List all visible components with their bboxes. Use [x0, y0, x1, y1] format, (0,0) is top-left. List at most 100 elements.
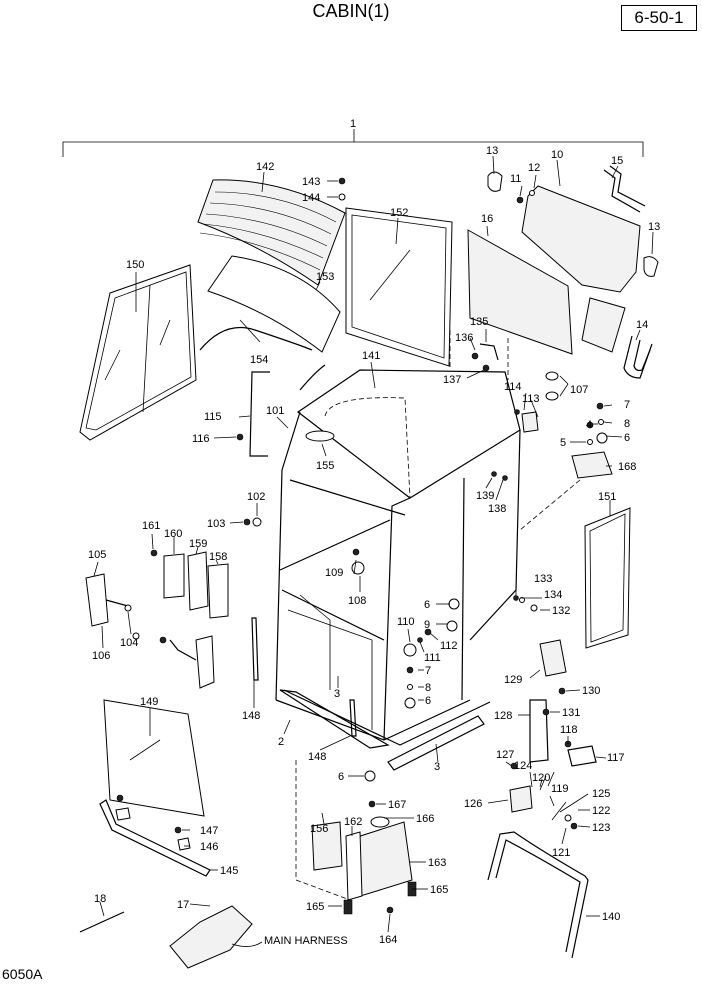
label-125: 125	[592, 788, 610, 800]
label-7: 7	[624, 399, 630, 411]
label-123: 123	[592, 822, 610, 834]
part-162	[345, 831, 363, 901]
label-104: 104	[120, 637, 138, 649]
guide-lines	[295, 330, 581, 901]
part-154-seal	[199, 326, 313, 351]
label-3: 3	[334, 688, 340, 700]
label-11: 11	[510, 173, 521, 185]
leader-lines	[93, 155, 654, 933]
label-13: 13	[648, 221, 660, 233]
label-135: 135	[470, 316, 488, 328]
part-152-rear-glass	[345, 207, 453, 367]
part-159	[187, 551, 209, 611]
part-160	[163, 553, 185, 599]
label-167: 167	[388, 799, 406, 811]
part-156	[311, 821, 343, 871]
label-124: 124	[514, 760, 532, 772]
label-128: 128	[494, 710, 512, 722]
label-137: 137	[443, 374, 461, 386]
label-14: 14	[636, 319, 648, 331]
label-147: 147	[200, 825, 218, 837]
cabin-frame	[275, 369, 521, 746]
part-17-connector	[169, 905, 253, 969]
label-134: 134	[544, 589, 562, 601]
assembly-bracket	[62, 129, 644, 157]
label-4: 4	[586, 419, 592, 431]
page-title: CABIN(1)	[312, 1, 390, 21]
drawing-code: 6050A	[2, 966, 43, 982]
part-129	[539, 639, 567, 677]
label-117: 117	[607, 752, 625, 764]
part-2-rail	[279, 689, 390, 749]
label-102: 102	[247, 491, 265, 503]
label-115: 115	[204, 411, 222, 423]
label-149: 149	[140, 696, 158, 708]
part-13-clip-b	[643, 256, 659, 277]
label-166: 166	[416, 813, 434, 825]
label-110: 110	[397, 616, 415, 628]
label-109: 109	[325, 567, 343, 579]
label-165: 165	[430, 884, 448, 896]
label-131: 131	[562, 707, 580, 719]
label-142: 142	[256, 161, 274, 173]
label-114: 114	[504, 381, 522, 393]
label-130: 130	[582, 685, 600, 697]
label-107: 107	[570, 384, 588, 396]
label-146: 146	[200, 841, 218, 853]
label-15: 15	[611, 155, 623, 167]
label-151: 151	[598, 491, 616, 503]
label-116: 116	[192, 433, 210, 445]
part-16-panel	[467, 229, 573, 355]
label-120: 120	[532, 772, 550, 784]
label-122: 122	[592, 805, 610, 817]
label-106: 106	[92, 650, 110, 662]
label-6: 6	[338, 771, 344, 783]
label-140: 140	[602, 911, 620, 923]
label-103: 103	[207, 518, 225, 530]
part-148-strip	[251, 617, 259, 681]
label-6: 6	[424, 599, 430, 611]
part-151-door-glass	[584, 507, 631, 649]
part-105-mirror	[85, 573, 215, 689]
part-148-strip-b	[349, 699, 357, 737]
label-126: 126	[464, 798, 482, 810]
label-129: 129	[504, 674, 522, 686]
label-161: 161	[142, 520, 160, 532]
part-142-roof-cover	[197, 179, 346, 286]
label-10: 10	[551, 149, 563, 161]
part-168	[571, 451, 613, 479]
part-117	[567, 745, 597, 767]
part-10-panel	[521, 185, 641, 293]
label-108: 108	[348, 595, 366, 607]
label-119: 119	[551, 783, 569, 795]
label-155: 155	[316, 460, 334, 472]
label-2: 2	[278, 736, 284, 748]
label-148: 148	[242, 710, 260, 722]
label-168: 168	[618, 461, 636, 473]
part-158	[207, 563, 229, 619]
label-139: 139	[476, 490, 494, 502]
label-162: 162	[344, 816, 362, 828]
label-158: 158	[209, 551, 227, 563]
part-14-grip	[623, 335, 653, 379]
label-main-harness: MAIN HARNESS	[264, 935, 348, 947]
label-105: 105	[88, 549, 106, 561]
part-3-rail	[387, 715, 485, 771]
label-111: 111	[424, 652, 441, 664]
part-166	[370, 816, 390, 828]
label-112: 112	[440, 640, 458, 652]
label-127: 127	[496, 749, 514, 761]
label-8: 8	[425, 682, 431, 694]
label-8: 8	[624, 418, 630, 430]
part-18-tie	[79, 911, 125, 933]
label-138: 138	[488, 503, 506, 515]
label-17: 17	[177, 899, 189, 911]
label-118: 118	[560, 724, 578, 736]
label-101: 101	[266, 405, 284, 417]
part-150-left-glass	[79, 264, 197, 441]
label-132: 132	[552, 605, 570, 617]
label-160: 160	[164, 528, 182, 540]
label-6: 6	[624, 432, 630, 444]
label-143: 143	[302, 176, 320, 188]
